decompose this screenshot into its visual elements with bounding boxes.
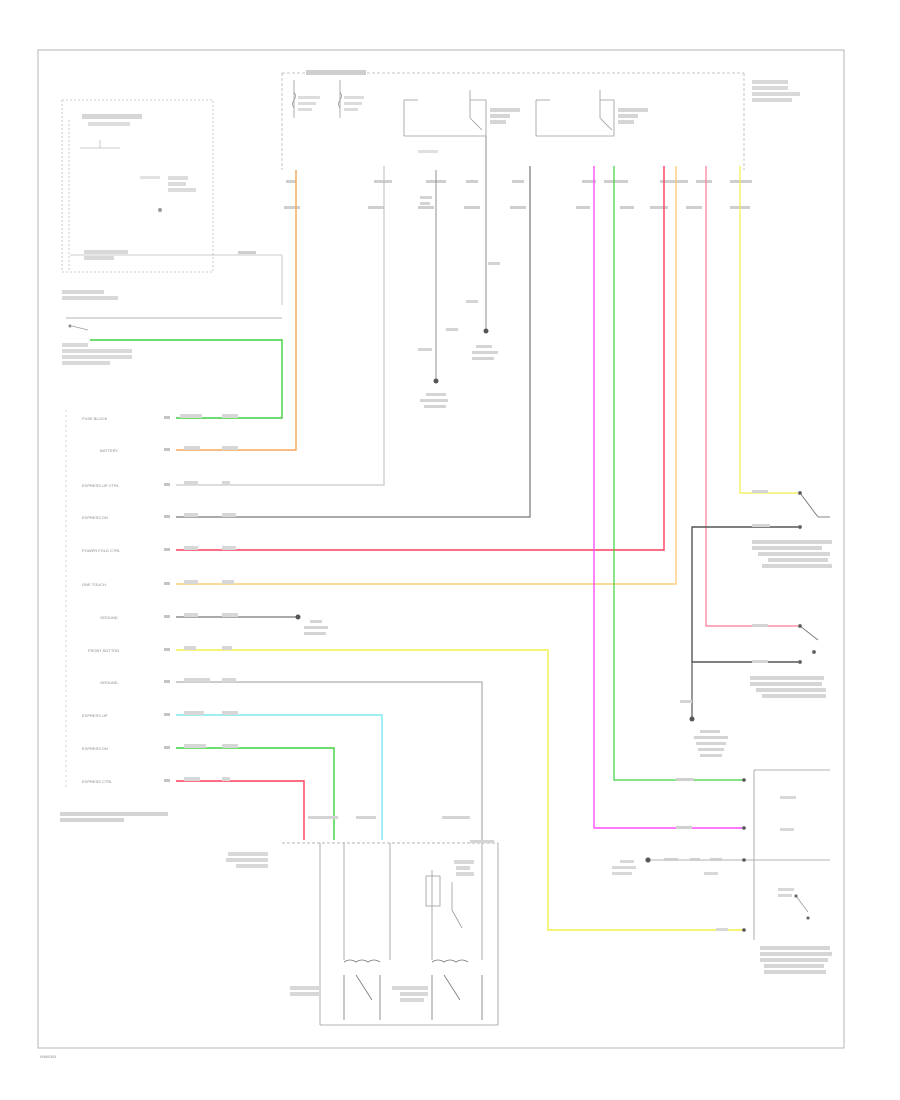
- wire-gray-1: [176, 166, 385, 486]
- right-bottom-module: [645, 769, 830, 940]
- motor-right: [431, 959, 483, 1020]
- left-label-4: POWER FOLD CTRL: [82, 548, 121, 553]
- wire-yellow: [176, 649, 744, 931]
- left-labels: FUSE BLOCK BATTERY EXPRESS UP CTRL EXPRE…: [82, 416, 121, 784]
- wire-dark-right: [691, 526, 800, 663]
- left-label-7: FRONT BUTTON: [88, 648, 119, 653]
- switch-upper-right: [798, 491, 830, 529]
- wire-pink-right: [705, 166, 800, 627]
- left-label-5: ONE TOUCH: [82, 582, 106, 587]
- document-code: WM0083: [40, 1054, 57, 1059]
- wire-yellow-right: [739, 166, 800, 494]
- wire-green-right: [613, 166, 744, 781]
- wire-red: [176, 166, 665, 551]
- left-label-2: EXPRESS UP CTRL: [82, 483, 120, 488]
- motor-left: [343, 959, 381, 1020]
- upper-left-module: [61, 99, 283, 305]
- wire-light-orange: [176, 166, 677, 585]
- left-label-11: EXPRESS CTRL: [82, 779, 113, 784]
- left-label-1: BATTERY: [100, 448, 118, 453]
- top-header: [281, 72, 745, 170]
- top-connector-pins: [284, 180, 752, 209]
- wire-gray-2: [176, 681, 483, 840]
- left-label-6: GROUND: [100, 615, 118, 620]
- upper-left-switch: [66, 317, 282, 331]
- bottom-motor-module: [282, 842, 499, 1026]
- wire-dark-1: [176, 166, 531, 518]
- upper-left-module-labels: [62, 114, 256, 300]
- left-label-3: EXPRESS DN: [82, 515, 108, 520]
- wire-cyan: [176, 714, 383, 840]
- left-label-0: FUSE BLOCK: [82, 416, 108, 421]
- left-label-8: GROUND: [100, 680, 118, 685]
- diagram-frame: [37, 49, 845, 1049]
- left-pin-marks: [164, 414, 238, 782]
- wire-orange: [250, 170, 297, 451]
- left-label-9: EXPRESS UP: [82, 713, 108, 718]
- switch-lower-right: [798, 624, 819, 664]
- left-label-10: EXPRESS DN: [82, 746, 108, 751]
- wire-pink-lower: [176, 780, 305, 840]
- top-relays: [403, 90, 615, 137]
- top-fuses: [292, 80, 342, 118]
- wire-green-lower: [176, 747, 335, 840]
- wire-magenta: [593, 166, 744, 829]
